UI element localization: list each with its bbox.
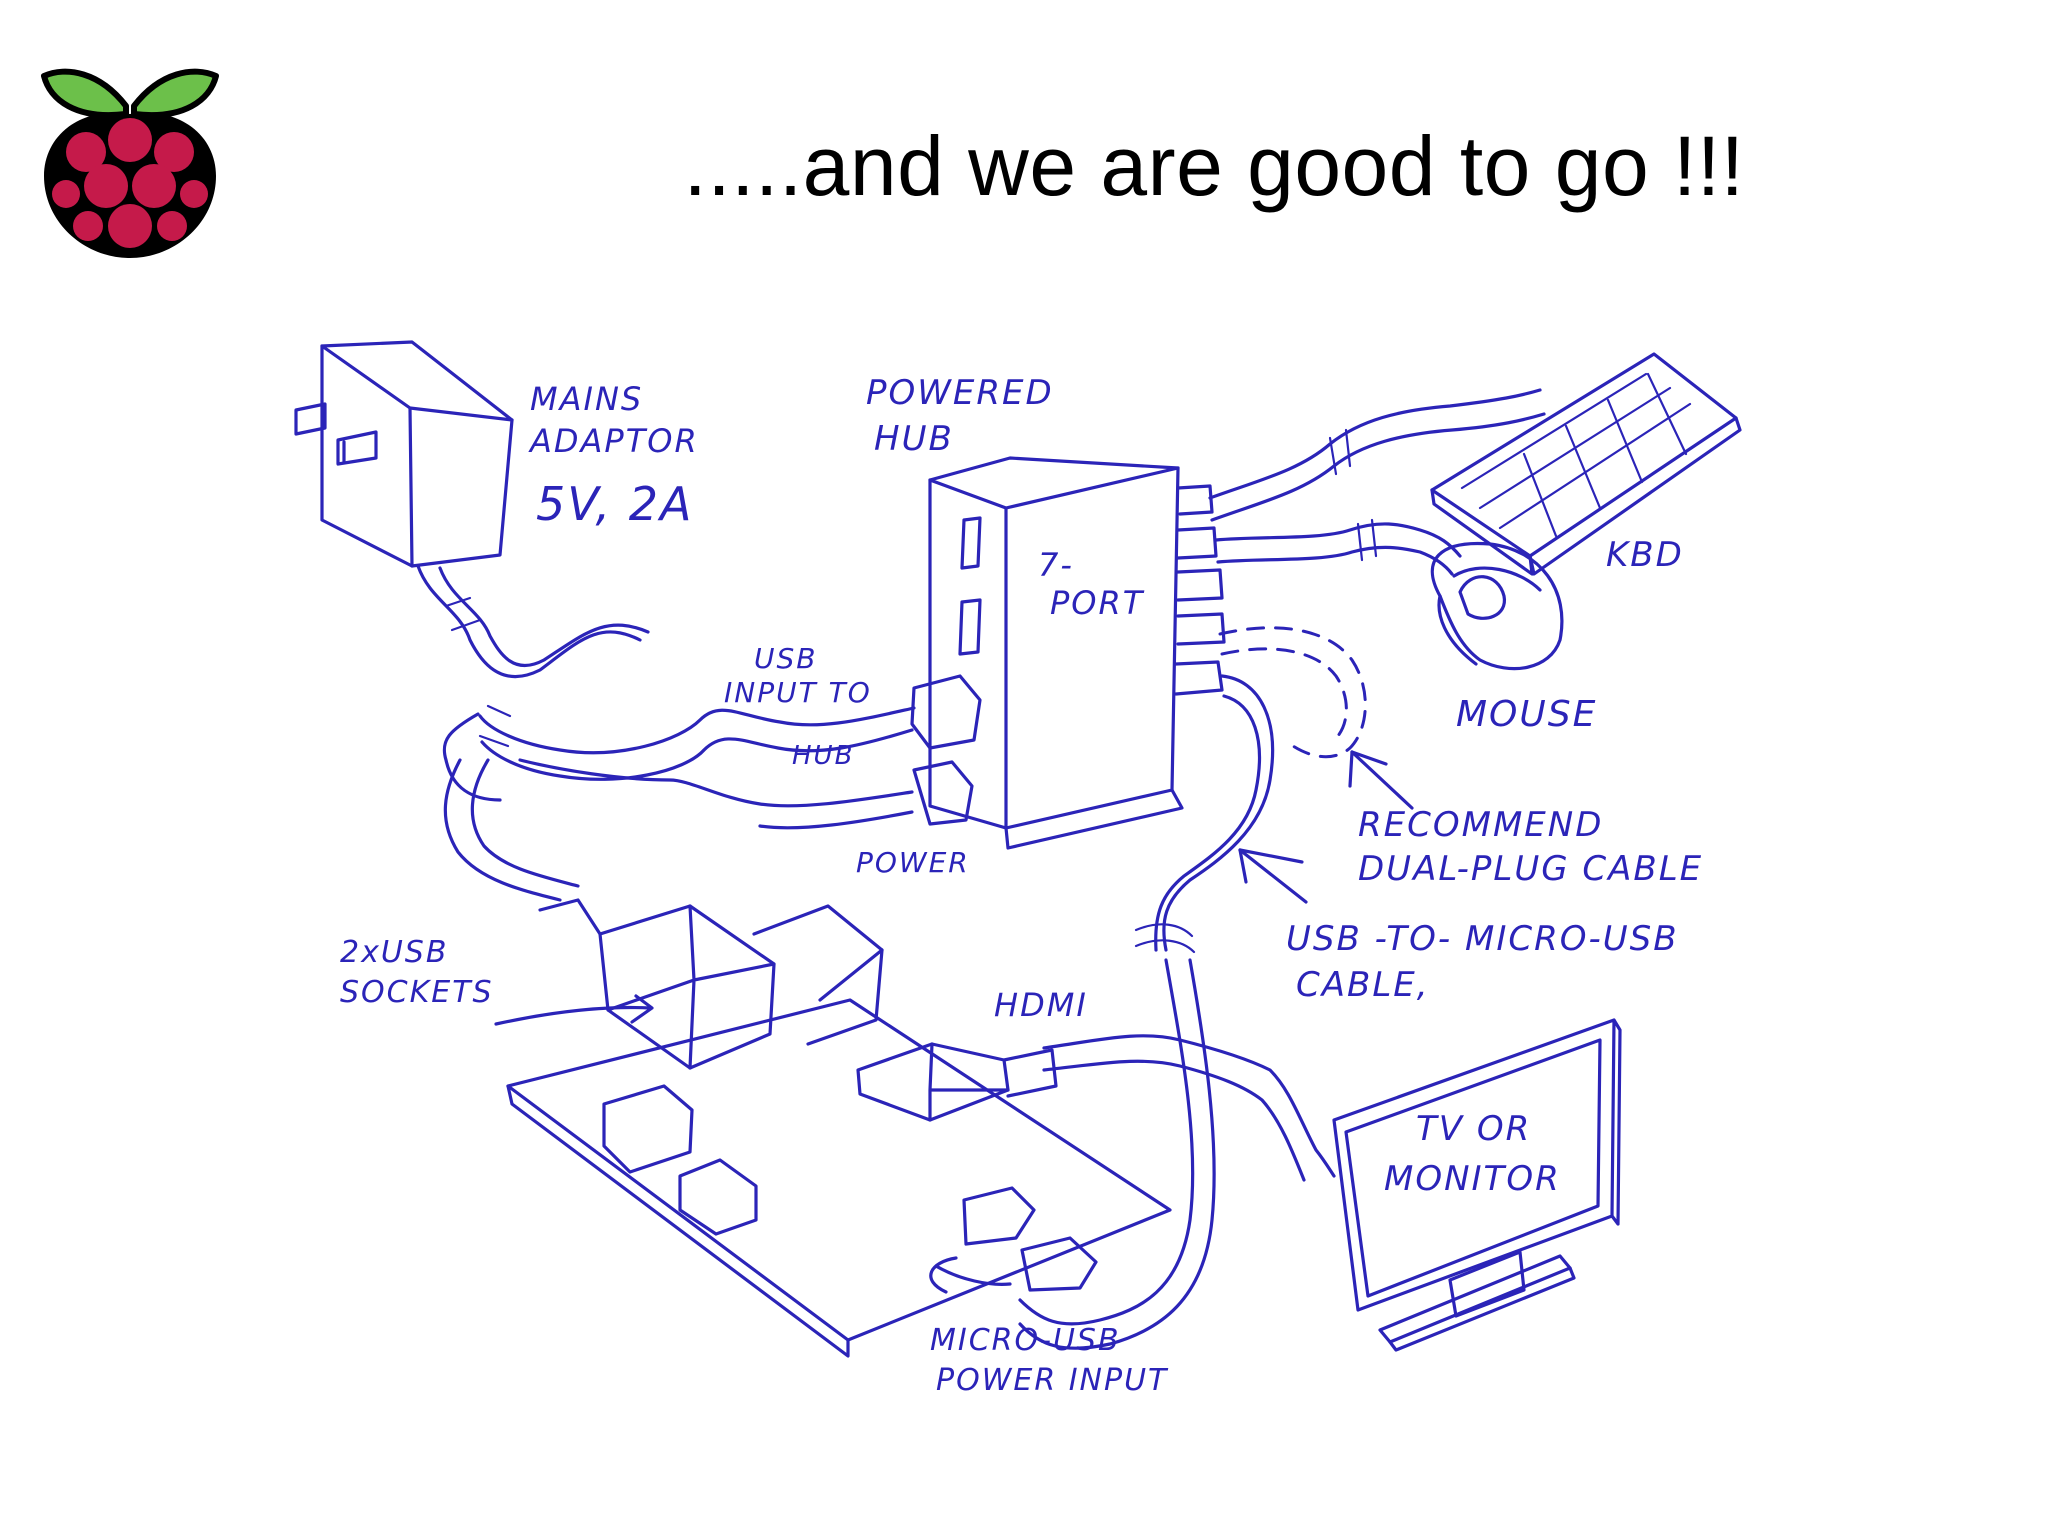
label-micro-usb: POWER INPUT [936, 1363, 1169, 1398]
label-mains-rating: 5V, 2A [536, 477, 693, 531]
label-usb-cable: CABLE, [1296, 965, 1430, 1005]
raspberry-pi-logo-icon [41, 68, 219, 258]
label-usb-sockets: 2xUSB [340, 935, 448, 970]
annotation-arrows [494, 750, 1414, 1286]
label-recommend: DUAL-PLUG CABLE [1358, 849, 1703, 889]
label-usb-cable: USB -TO- MICRO-USB [1286, 919, 1679, 959]
label-hdmi: HDMI [994, 986, 1088, 1024]
mouse-drawing [1430, 541, 1564, 671]
slide-title: .....and we are good to go !!! [683, 119, 1745, 213]
raspberry-pi-board-drawing [506, 898, 1172, 1358]
label-usb-input: INPUT TO [724, 676, 872, 709]
tv-monitor-drawing [1332, 1018, 1622, 1352]
cables-drawing [442, 388, 1546, 1350]
label-hub-ports: PORT [1050, 584, 1145, 622]
label-tv: MONITOR [1384, 1159, 1561, 1199]
label-keyboard: KBD [1606, 535, 1684, 575]
label-hub-power: POWER [856, 846, 970, 879]
label-mains-adaptor: MAINS [530, 380, 643, 418]
label-powered-hub: HUB [874, 419, 954, 459]
powered-hub-drawing [910, 456, 1226, 850]
label-usb-input: HUB [792, 741, 854, 771]
label-usb-sockets: SOCKETS [340, 975, 494, 1010]
label-tv: TV OR [1416, 1109, 1531, 1149]
label-mouse: MOUSE [1456, 694, 1597, 735]
label-recommend: RECOMMEND [1358, 805, 1603, 845]
label-usb-input: USB [754, 642, 817, 675]
label-hub-ports: 7- [1038, 546, 1074, 584]
label-mains-adaptor: ADAPTOR [528, 422, 699, 460]
label-micro-usb: MICRO-USB [930, 1323, 1121, 1358]
label-powered-hub: POWERED [866, 373, 1054, 413]
keyboard-drawing [1430, 352, 1742, 576]
diagram-labels: MAINS ADAPTOR 5V, 2A POWERED HUB 7- PORT… [340, 373, 1703, 1398]
mains-adaptor-drawing [294, 340, 650, 679]
